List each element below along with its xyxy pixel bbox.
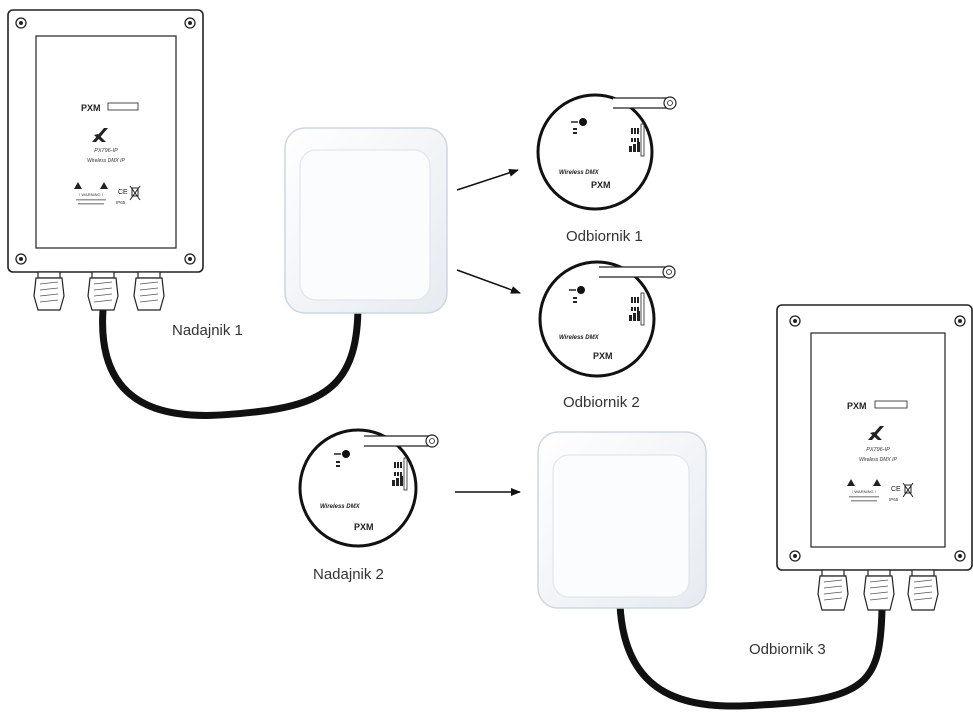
wireless-module-1: Wireless DMX PXM bbox=[536, 93, 677, 211]
cable-gland-icon bbox=[863, 569, 895, 611]
warning-triangle-icon bbox=[847, 479, 855, 486]
box-warning: ! WARNING ! bbox=[79, 192, 103, 197]
screw-icon bbox=[954, 550, 966, 562]
warning-triangle-icon bbox=[873, 479, 881, 486]
cable-gland-icon bbox=[907, 569, 939, 611]
dip-switch-icon bbox=[629, 123, 645, 157]
module-label: Wireless DMX bbox=[320, 504, 361, 510]
box-subtitle: Wireless DMX IP bbox=[859, 457, 897, 463]
screw-icon bbox=[15, 253, 27, 265]
cable-gland-icon bbox=[33, 271, 65, 311]
box-model: PX796-IP bbox=[94, 148, 118, 154]
warning-triangle-icon bbox=[100, 182, 108, 189]
x-logo-icon bbox=[92, 128, 108, 142]
wireless-module-3: Wireless DMX PXM bbox=[298, 428, 439, 548]
label-odbiornik-2: Odbiornik 2 bbox=[563, 394, 640, 411]
box-ce-mark: CE bbox=[891, 486, 901, 493]
label-odbiornik-1: Odbiornik 1 bbox=[566, 228, 643, 245]
screw-icon bbox=[789, 550, 801, 562]
module-label: Wireless DMX bbox=[559, 170, 600, 176]
warning-triangle-icon bbox=[74, 182, 82, 189]
box-ce-mark: CE bbox=[118, 189, 128, 196]
cable-1 bbox=[99, 301, 362, 419]
box-model: PX796-IP bbox=[866, 447, 890, 453]
status-led-icon bbox=[579, 118, 587, 126]
box-subtitle: Wireless DMX IP bbox=[87, 158, 125, 164]
label-nadajnik-2: Nadajnik 2 bbox=[313, 566, 384, 583]
screw-icon bbox=[789, 315, 801, 327]
box-warning: ! WARNING ! bbox=[852, 489, 876, 494]
device-box-1: PXM PX796-IP Wireless DMX IP ! WARNING !… bbox=[7, 9, 204, 273]
label-odbiornik-3: Odbiornik 3 bbox=[749, 641, 826, 658]
module-label: Wireless DMX bbox=[559, 335, 600, 341]
module-brand: PXM bbox=[591, 180, 611, 190]
screw-icon bbox=[954, 315, 966, 327]
weee-bin-icon bbox=[129, 185, 141, 201]
screw-icon bbox=[15, 17, 27, 29]
wireless-module-2: Wireless DMX PXM bbox=[538, 260, 676, 378]
label-nadajnik-1: Nadajnik 1 bbox=[172, 322, 243, 339]
signal-arrow-1 bbox=[456, 169, 519, 191]
module-brand: PXM bbox=[354, 522, 374, 532]
dip-switch-icon bbox=[392, 457, 408, 491]
cable-gland-icon bbox=[133, 271, 165, 311]
box-brand: PXM bbox=[81, 103, 101, 113]
cable-2 bbox=[616, 601, 886, 710]
module-brand: PXM bbox=[593, 351, 613, 361]
device-box-2: PXM PX796-IP Wireless DMX IP ! WARNING !… bbox=[776, 304, 973, 571]
box-brand: PXM bbox=[847, 401, 867, 411]
screw-icon bbox=[184, 253, 196, 265]
weee-bin-icon bbox=[902, 482, 914, 498]
box-ip-rating: IP65 bbox=[116, 200, 126, 205]
signal-arrow-2 bbox=[456, 269, 521, 294]
panel-antenna-1 bbox=[284, 127, 448, 314]
status-led-icon bbox=[342, 450, 350, 458]
cable-gland-icon bbox=[87, 271, 119, 311]
x-logo-icon bbox=[868, 426, 884, 440]
dip-switch-icon bbox=[629, 292, 645, 326]
box-ip-rating: IP65 bbox=[889, 497, 899, 502]
status-led-icon bbox=[577, 286, 585, 294]
screw-icon bbox=[184, 17, 196, 29]
cable-gland-icon bbox=[817, 569, 849, 611]
panel-antenna-2 bbox=[537, 431, 707, 609]
